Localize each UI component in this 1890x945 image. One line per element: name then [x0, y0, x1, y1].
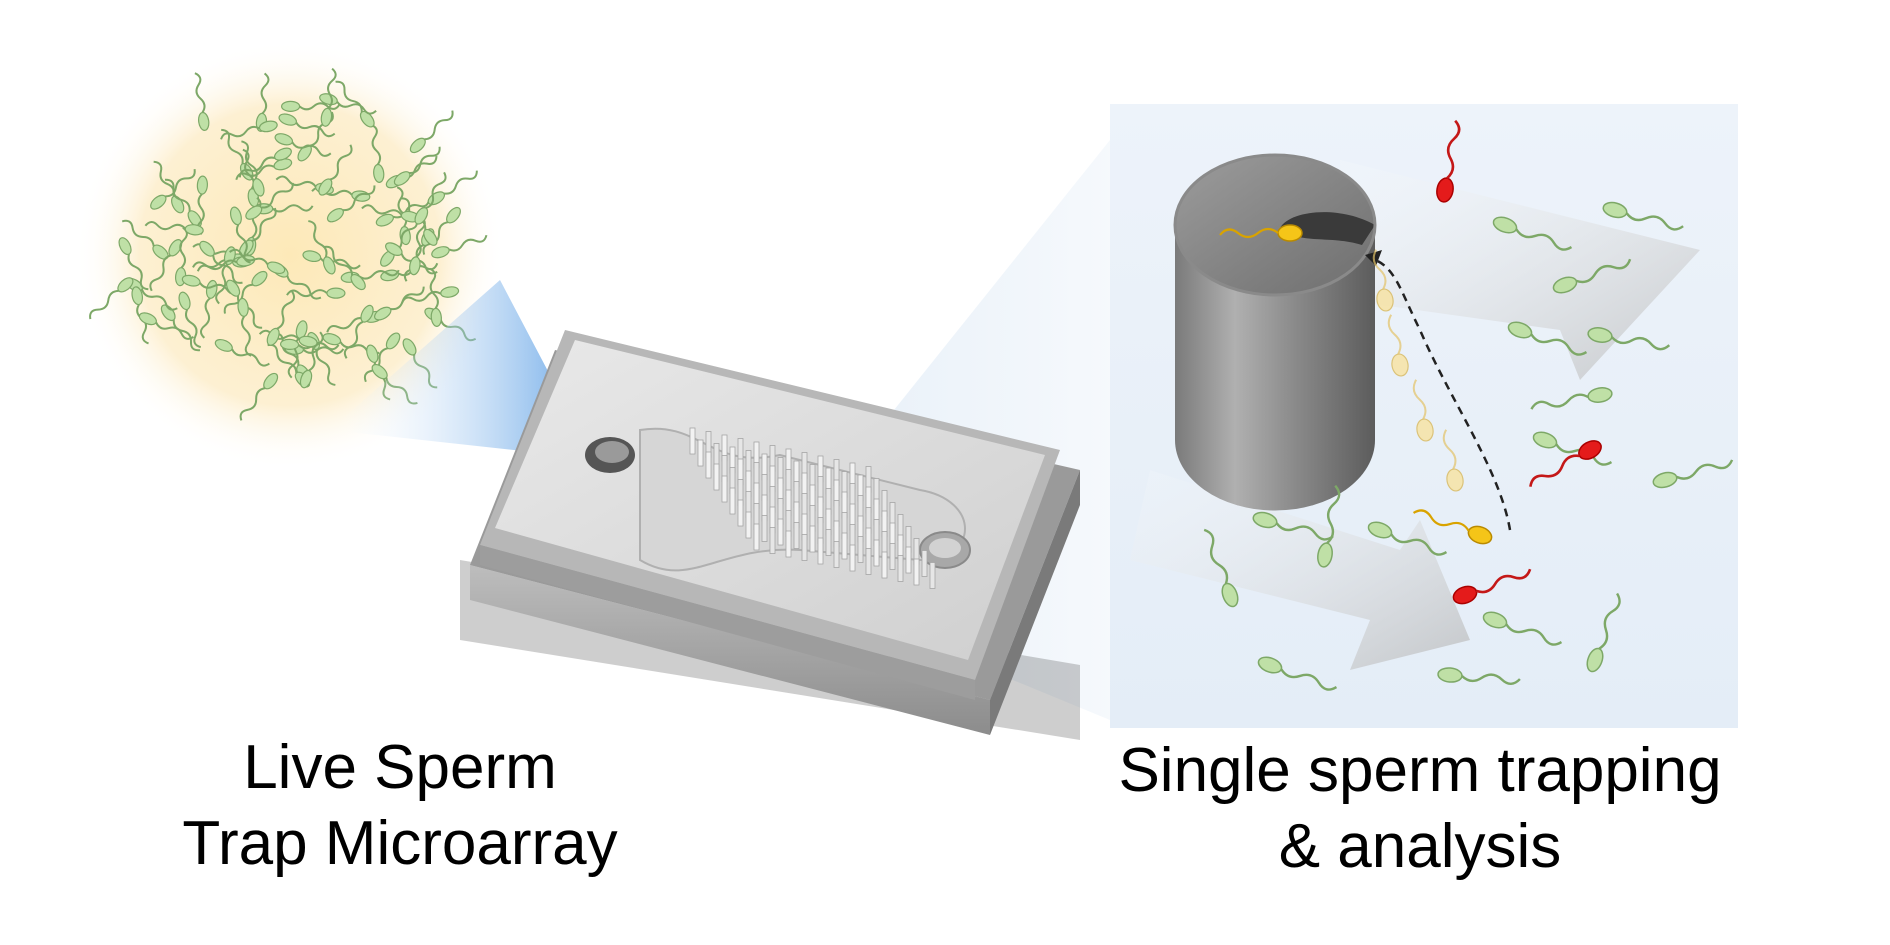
trap-pillar [897, 555, 904, 582]
trap-pillar [849, 544, 856, 572]
trap-pillar [785, 530, 792, 558]
caption-left-line1: Live Sperm [243, 733, 557, 802]
trap-pillar [745, 511, 752, 539]
microfluidic-chip-icon [460, 330, 1080, 740]
trap-pillar [825, 529, 832, 556]
trap-pillar [801, 534, 808, 561]
trap-pillar [705, 451, 712, 479]
trap-pillar-icon [1173, 153, 1377, 511]
trap-pillar [777, 518, 784, 546]
trap-pillar [737, 499, 744, 527]
trap-pillar [817, 537, 824, 565]
sperm-sample-icon [75, 40, 505, 470]
trap-pillar [809, 525, 816, 553]
trap-pillar [913, 558, 920, 586]
trap-pillar [689, 427, 696, 455]
caption-single-sperm: Single sperm trapping & analysis [1010, 733, 1830, 885]
caption-right-line2: & analysis [1278, 812, 1562, 881]
trap-pillar [729, 487, 736, 515]
trap-pillar [769, 527, 776, 554]
trap-pillar [865, 548, 872, 575]
caption-live-sperm-trap: Live Sperm Trap Microarray [90, 730, 710, 882]
trap-pillar [833, 541, 840, 568]
trap-pillar [841, 532, 848, 560]
caption-left-line2: Trap Microarray [182, 809, 618, 878]
trap-pillar [753, 523, 760, 551]
caption-right-line1: Single sperm trapping [1118, 736, 1722, 805]
trap-pillar [761, 515, 768, 542]
trap-pillar [721, 475, 728, 503]
trap-pillar [713, 463, 720, 491]
trap-pillar [921, 550, 928, 577]
trap-pillar [873, 539, 880, 567]
trap-pillar [881, 551, 888, 579]
trap-pillar [793, 522, 800, 549]
trap-pillar [889, 543, 896, 570]
trap-pillar [929, 562, 936, 589]
trap-pillar [905, 546, 912, 574]
trajectory-path [1369, 256, 1512, 531]
trap-pillar [697, 439, 704, 467]
zoom-panel [1110, 104, 1738, 728]
trap-pillar [857, 536, 864, 563]
